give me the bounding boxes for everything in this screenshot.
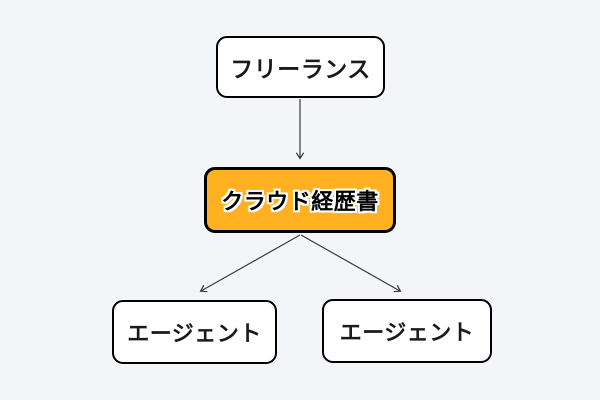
edge-cloud-resume-to-agent-right bbox=[300, 234, 402, 293]
node-cloud-resume-label: クラウド経歴書 bbox=[221, 189, 379, 214]
node-freelance: フリーランス bbox=[216, 36, 385, 98]
node-agent-right-label: エージェント bbox=[339, 320, 475, 345]
node-agent-left-label: エージェント bbox=[127, 321, 262, 346]
edge-cloud-resume-to-agent-left bbox=[199, 234, 301, 293]
node-freelance-label: フリーランス bbox=[230, 56, 371, 82]
node-agent-right: エージェント bbox=[322, 299, 492, 363]
node-cloud-resume: クラウド経歴書 bbox=[204, 167, 396, 233]
node-agent-left: エージェント bbox=[112, 300, 277, 364]
